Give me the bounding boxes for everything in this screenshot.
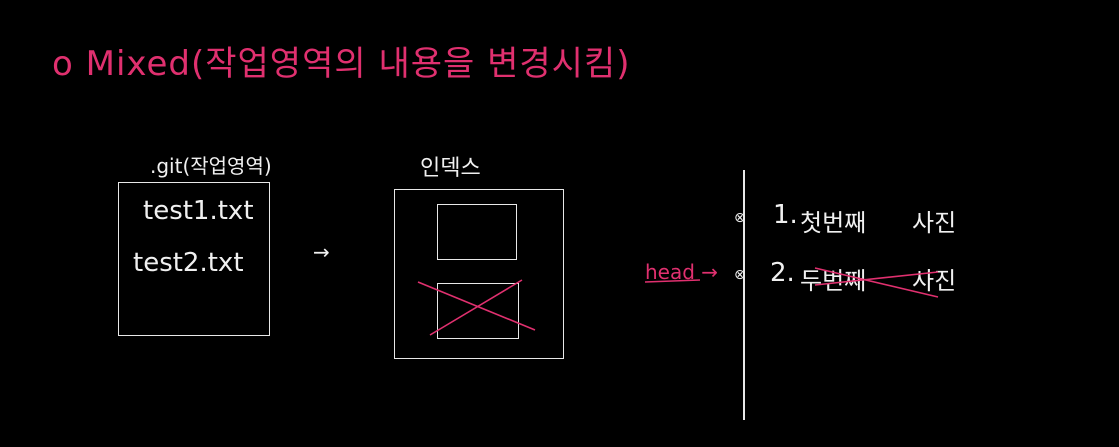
commit-text: 첫번째	[800, 209, 867, 237]
arrow-icon: →	[313, 240, 330, 264]
index-slot-2	[437, 283, 519, 339]
strike-mark	[814, 271, 939, 286]
cross-mark	[429, 279, 523, 336]
file-item: test2.txt	[133, 248, 244, 278]
timeline-line	[743, 170, 745, 420]
commit-dot-icon: ⊗	[734, 267, 746, 283]
commit-dot-icon: ⊗	[734, 210, 746, 226]
index-box	[394, 189, 564, 359]
commit-text: 사진	[912, 209, 957, 237]
workdir-box	[118, 182, 270, 336]
page-title: o Mixed(작업영역의 내용을 변경시킴)	[52, 44, 631, 84]
workdir-label: .git(작업영역)	[150, 154, 272, 178]
index-label: 인덱스	[420, 156, 481, 181]
index-slot-1	[437, 204, 517, 260]
file-item: test1.txt	[143, 196, 254, 226]
cross-mark	[417, 281, 536, 331]
commit-number: 2.	[770, 258, 795, 288]
strike-mark	[814, 267, 939, 298]
head-strike-mark	[644, 279, 701, 283]
commit-number: 1.	[773, 200, 798, 230]
